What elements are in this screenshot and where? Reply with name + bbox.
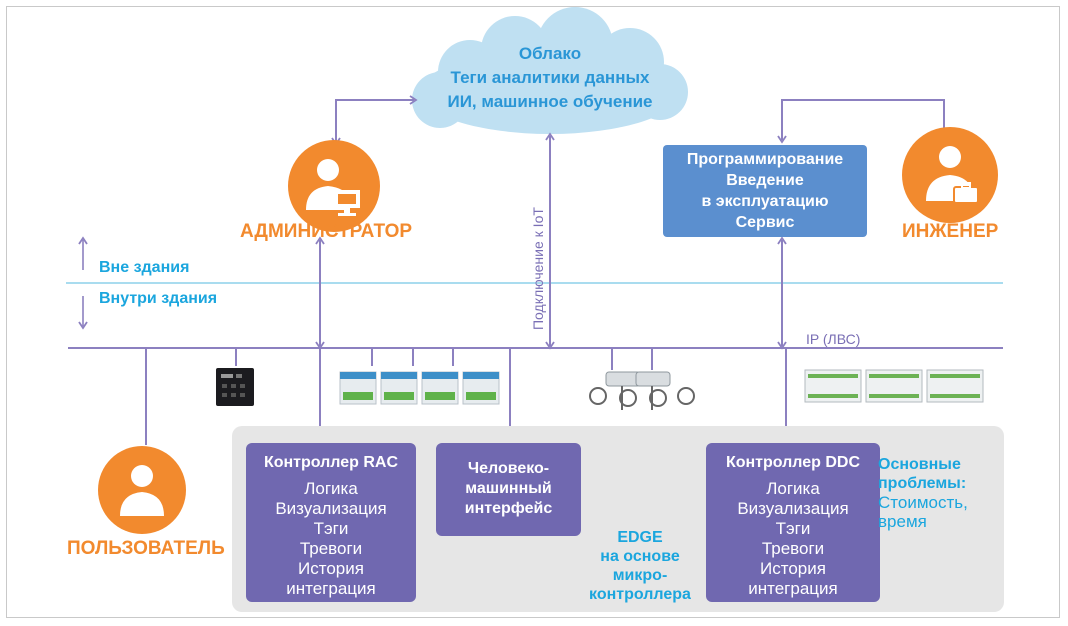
cloud-title: Облако [518, 44, 582, 63]
engineer-prog-link [777, 99, 945, 144]
hmi-line: машинный [465, 480, 552, 497]
engineer-avatar-icon [902, 127, 998, 223]
ddc-controller-items: Логика Визуализация Тэги Тревоги История… [706, 479, 880, 599]
ddc-item: интеграция [748, 579, 838, 598]
ddc-modules [804, 369, 984, 403]
ddc-item: Визуализация [737, 499, 849, 518]
engineer-label: ИНЖЕНЕР [902, 221, 999, 242]
admin-avatar-icon [288, 140, 380, 232]
hmi-line: интерфейс [464, 500, 553, 517]
task-service: Сервис [735, 214, 795, 231]
hmi-line: Человеко- [467, 460, 550, 477]
io-modules [339, 371, 500, 405]
issues-title-line: Основные [878, 456, 961, 473]
rac-item: Визуализация [275, 499, 387, 518]
diagram-frame [6, 6, 1060, 618]
issues-value: Стоимость, [878, 493, 968, 512]
rac-item: История [298, 559, 364, 578]
issues-value: время [878, 512, 927, 531]
edge-line: на основе [600, 548, 680, 565]
cloud-line-analytics: Теги аналитики данных [450, 68, 650, 87]
hmi-box: Человеко- машинный интерфейс [436, 443, 581, 536]
ddc-controller-title: Контроллер DDC [725, 454, 861, 471]
ddc-item: Тревоги [761, 539, 825, 558]
edge-line: контроллера [589, 586, 691, 603]
rac-item: Тревоги [299, 539, 363, 558]
actuator-valves [589, 371, 695, 410]
user-label: ПОЛЬЗОВАТЕЛЬ [67, 538, 225, 559]
ip-lan-label: IP (ЛВС) [806, 331, 861, 347]
rac-item: интеграция [286, 579, 376, 598]
edge-label: EDGE на основе микро- контроллера [580, 528, 700, 604]
ddc-item: Тэги [775, 519, 811, 538]
rac-item: Логика [304, 479, 358, 498]
edge-line: микро- [612, 567, 668, 584]
admin-label: АДМИНИСТРАТОР [240, 221, 413, 242]
rac-controller-items: Логика Визуализация Тэги Тревоги История… [246, 479, 416, 599]
cloud-label: Облако Теги аналитики данных ИИ, машинно… [420, 42, 680, 114]
ddc-controller-box: Контроллер DDC Логика Визуализация Тэги … [706, 443, 880, 602]
issues-title-line: проблемы: [878, 475, 967, 492]
task-programming: Программирование [686, 151, 844, 168]
iot-connection-label: Подключение к IoT [530, 207, 546, 330]
wall-panel-device [216, 368, 254, 406]
ddc-item: История [760, 559, 826, 578]
cloud-line-ai: ИИ, машинное обучение [447, 92, 653, 111]
rac-controller-box: Контроллер RAC Логика Визуализация Тэги … [246, 443, 416, 602]
user-avatar-icon [98, 446, 186, 534]
task-commissioning-2: в эксплуатацию [701, 193, 829, 210]
task-commissioning-1: Введение [726, 172, 804, 189]
main-issues: Основные проблемы: Стоимость, время [878, 455, 968, 531]
outside-building-label: Вне здания [99, 259, 190, 276]
rac-item: Тэги [313, 519, 349, 538]
admin-cloud-link [331, 95, 418, 146]
cloud-shape [412, 7, 688, 134]
ddc-item: Логика [766, 479, 820, 498]
engineering-tasks-box: Программирование Введение в эксплуатацию… [663, 145, 867, 237]
rac-controller-title: Контроллер RAC [263, 454, 399, 471]
inside-building-label: Внутри здания [99, 290, 218, 307]
edge-line: EDGE [617, 529, 663, 546]
